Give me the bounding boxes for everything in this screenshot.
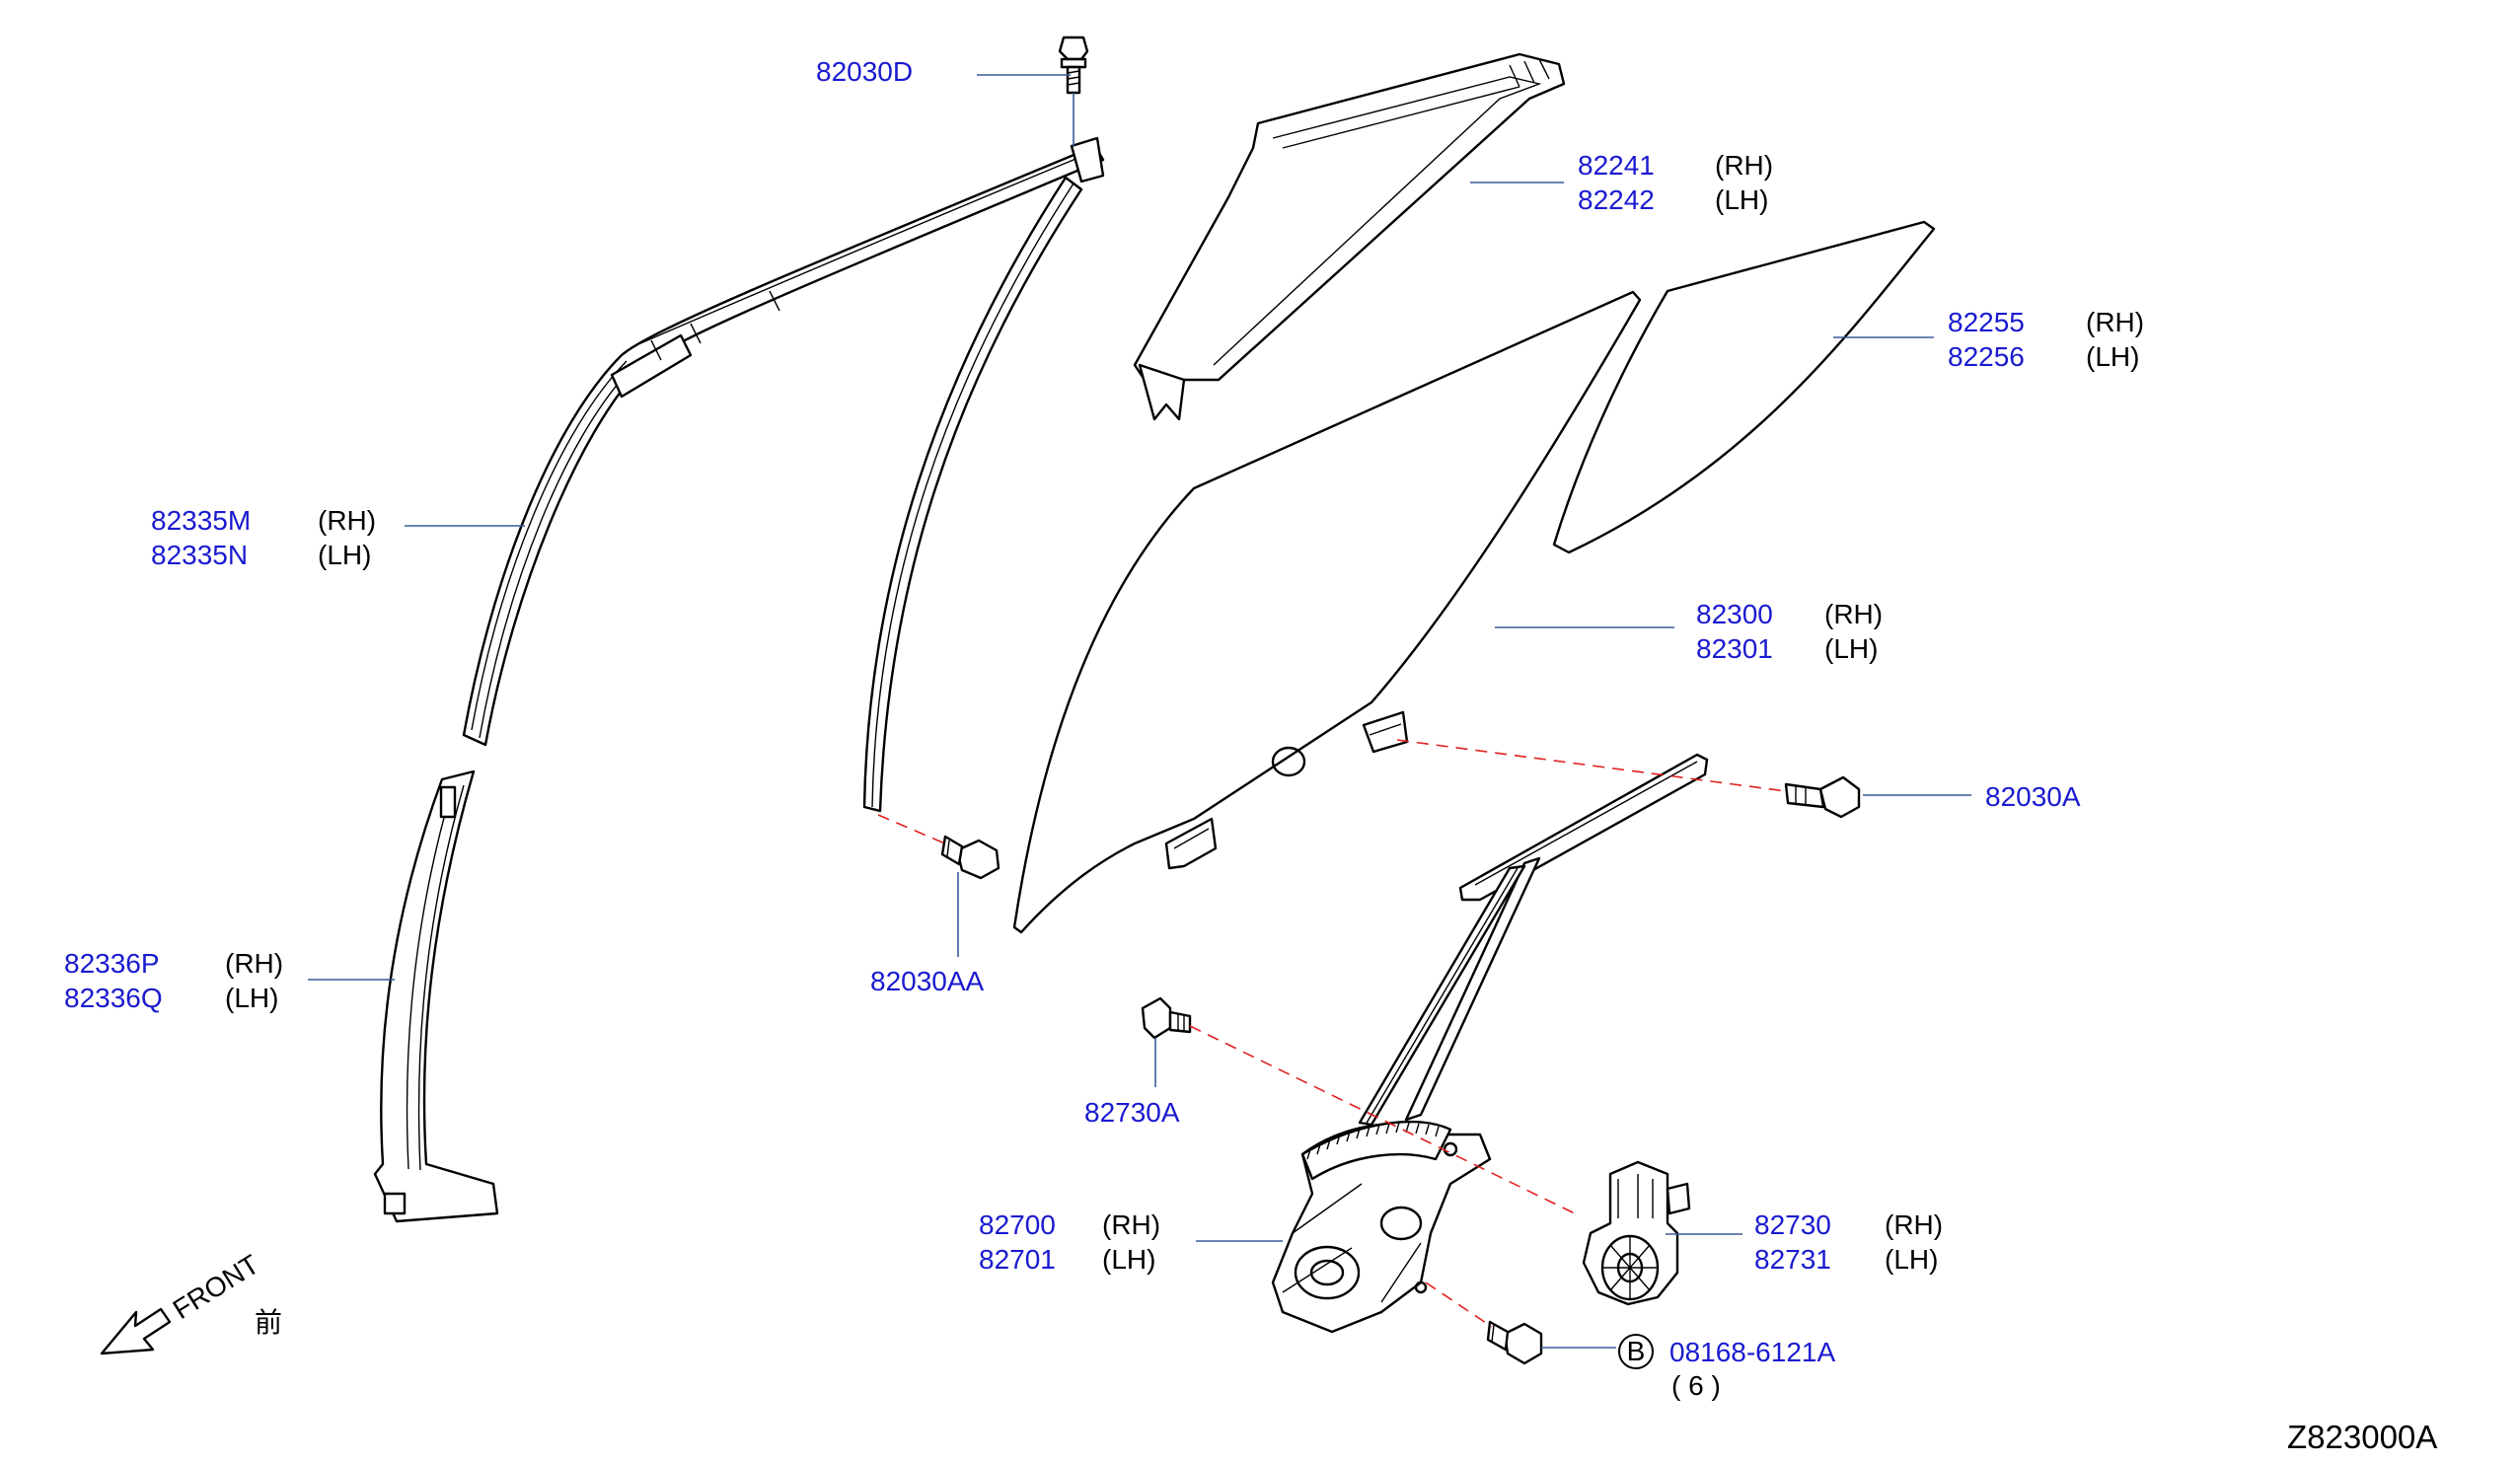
label-82241-side: (RH) xyxy=(1715,150,1773,181)
label-82030A: 82030A xyxy=(1985,781,2081,812)
front-arrow-icon xyxy=(100,1307,172,1355)
label-82030AA: 82030AA xyxy=(870,966,985,996)
label-82241: 82241 xyxy=(1578,150,1655,181)
dashed-line-08168 xyxy=(1425,1281,1493,1328)
label-82336Q-side: (LH) xyxy=(225,983,278,1013)
bolt-08168-drawing xyxy=(1486,1320,1543,1365)
regulator-82700-drawing xyxy=(1271,753,1709,1334)
glass-clip-left xyxy=(1164,817,1218,870)
quarter-sash-82241-drawing xyxy=(1133,52,1566,421)
diagram-id: Z823000A xyxy=(2287,1419,2437,1455)
label-82242: 82242 xyxy=(1578,184,1655,215)
label-08168-6121A: 08168-6121A xyxy=(1669,1337,1835,1367)
label-82701-side: (LH) xyxy=(1102,1244,1155,1275)
dashed-line-82030AA xyxy=(877,814,948,845)
bolt-82030AA-drawing xyxy=(940,835,1001,880)
rear-sash-channel-drawing xyxy=(862,176,1083,813)
motor-82730-drawing xyxy=(1582,1160,1691,1306)
label-82301: 82301 xyxy=(1696,633,1773,664)
label-08168-qty: ( 6 ) xyxy=(1671,1370,1721,1401)
lower-channel-82336P-drawing xyxy=(373,769,499,1223)
label-82256-side: (LH) xyxy=(2086,341,2139,372)
label-82336P: 82336P xyxy=(64,948,160,979)
glass-clip-right xyxy=(1362,710,1409,754)
front-label: FRONT xyxy=(168,1249,264,1325)
label-82030D: 82030D xyxy=(816,56,913,87)
label-82730A: 82730A xyxy=(1084,1097,1180,1128)
front-sash-82335M-drawing xyxy=(462,136,1105,747)
dashed-line-82030A xyxy=(1396,739,1787,792)
bolt-marker-letter: B xyxy=(1627,1336,1646,1366)
label-82336Q: 82336Q xyxy=(64,983,163,1013)
label-82301-side: (LH) xyxy=(1824,633,1878,664)
bolt-marker-circle xyxy=(1618,1334,1654,1369)
bolt-82030A-drawing xyxy=(1784,775,1861,819)
label-82300-side: (RH) xyxy=(1824,599,1883,629)
label-82256: 82256 xyxy=(1948,341,2025,372)
front-kanji: 前 xyxy=(255,1307,282,1338)
label-82731: 82731 xyxy=(1754,1244,1831,1275)
bolt-82030D-drawing xyxy=(1058,36,1089,95)
quarter-glass-82255-drawing xyxy=(1552,220,1936,554)
bolt-82730A-drawing xyxy=(1141,996,1192,1040)
label-82255: 82255 xyxy=(1948,307,2025,337)
label-82731-side: (LH) xyxy=(1885,1244,1938,1275)
label-82701: 82701 xyxy=(979,1244,1056,1275)
label-82335M-side: (RH) xyxy=(318,505,376,536)
dashed-line-82730A xyxy=(1189,1025,1580,1216)
label-82336P-side: (RH) xyxy=(225,948,283,979)
label-82335N: 82335N xyxy=(151,540,248,570)
label-82730-side: (RH) xyxy=(1885,1209,1943,1240)
label-82730: 82730 xyxy=(1754,1209,1831,1240)
door-glass-82300-drawing xyxy=(1012,290,1642,934)
label-82255-side: (RH) xyxy=(2086,307,2144,337)
label-82700-side: (RH) xyxy=(1102,1209,1160,1240)
label-82700: 82700 xyxy=(979,1209,1056,1240)
label-82242-side: (LH) xyxy=(1715,184,1768,215)
label-82335N-side: (LH) xyxy=(318,540,371,570)
leader-82030D xyxy=(977,74,1075,146)
label-82335M: 82335M xyxy=(151,505,251,536)
label-82300: 82300 xyxy=(1696,599,1773,629)
